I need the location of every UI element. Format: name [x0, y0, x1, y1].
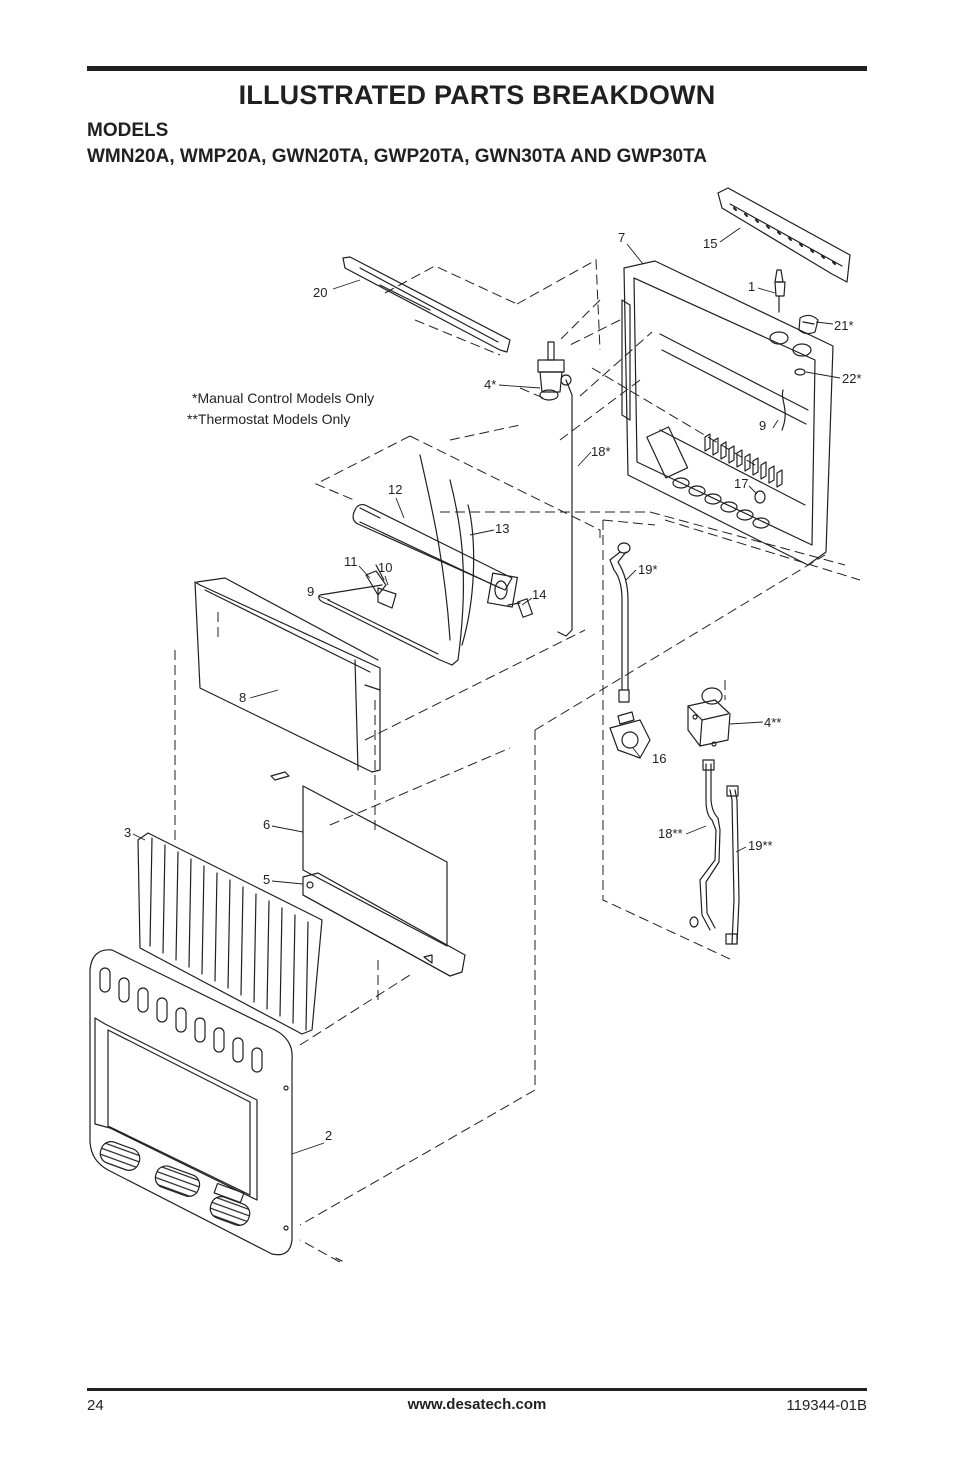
callout-6: 6 — [263, 817, 270, 832]
part-15-bracket — [717, 187, 851, 283]
part-17-fitting — [754, 490, 766, 504]
document-number: 119344-01B — [786, 1397, 867, 1414]
part-14-fitting — [507, 598, 534, 618]
callout-8: 8 — [239, 690, 246, 705]
callout-19-thermostat: 19** — [748, 838, 773, 853]
part-18-19-thermostat-tubes — [689, 759, 740, 945]
callout-21: 21* — [834, 318, 854, 333]
part-13-thermocouple — [419, 454, 475, 666]
part-19-manual-tube — [609, 542, 631, 703]
callout-14: 14 — [532, 587, 546, 602]
part-2-front-casing — [89, 949, 343, 1262]
callout-5: 5 — [263, 872, 270, 887]
part-6-glass — [302, 785, 448, 947]
part-8-inner-panel — [194, 577, 381, 781]
callout-16: 16 — [652, 751, 666, 766]
callout-7: 7 — [618, 230, 625, 245]
callout-4-thermostat: 4** — [764, 715, 781, 730]
callout-18-manual: 18* — [591, 444, 611, 459]
part-22-grommet — [794, 368, 806, 376]
callout-3: 3 — [124, 825, 131, 840]
website-link[interactable]: www.desatech.com — [407, 1396, 547, 1413]
callout-9-cabinet: 9 — [759, 418, 766, 433]
models-label: MODELS — [87, 120, 169, 141]
note-thermostat: **Thermostat Models Only — [187, 411, 351, 427]
callout-17: 17 — [734, 476, 748, 491]
callout-22: 22* — [842, 371, 862, 386]
callout-13: 13 — [495, 521, 509, 536]
page-number: 24 — [87, 1397, 104, 1414]
header-rule — [87, 66, 867, 71]
part-1-electrode — [774, 269, 786, 313]
part-20-shield — [342, 256, 511, 353]
callout-1: 1 — [748, 279, 755, 294]
part-10-11-pilot — [365, 564, 397, 609]
part-16-regulator — [609, 711, 651, 759]
callout-15: 15 — [703, 236, 717, 251]
note-manual: *Manual Control Models Only — [192, 390, 375, 406]
callout-9-pilot: 9 — [307, 584, 314, 599]
callout-4-manual: 4* — [484, 377, 496, 392]
part-9-pilot-tube — [318, 584, 453, 666]
callout-20: 20 — [313, 285, 327, 300]
callout-10: 10 — [378, 560, 392, 575]
footer-rule — [87, 1388, 867, 1391]
models-list: WMN20A, WMP20A, GWN20TA, GWP20TA, GWN30T… — [87, 146, 708, 167]
part-4-manual-valve — [537, 341, 573, 637]
page-title: ILLUSTRATED PARTS BREAKDOWN — [238, 80, 716, 110]
callout-11: 11 — [344, 554, 358, 569]
part-3-grill — [137, 832, 323, 1035]
part-12-burner — [352, 503, 519, 608]
part-7-cabinet — [621, 260, 834, 566]
callout-18-thermostat: 18** — [658, 826, 683, 841]
part-4-thermostat-valve — [687, 687, 731, 747]
callout-12: 12 — [388, 482, 402, 497]
part-5-tray — [302, 872, 466, 977]
callout-19-manual: 19* — [638, 562, 658, 577]
part-21-knob — [798, 314, 819, 335]
callout-2: 2 — [325, 1128, 332, 1143]
